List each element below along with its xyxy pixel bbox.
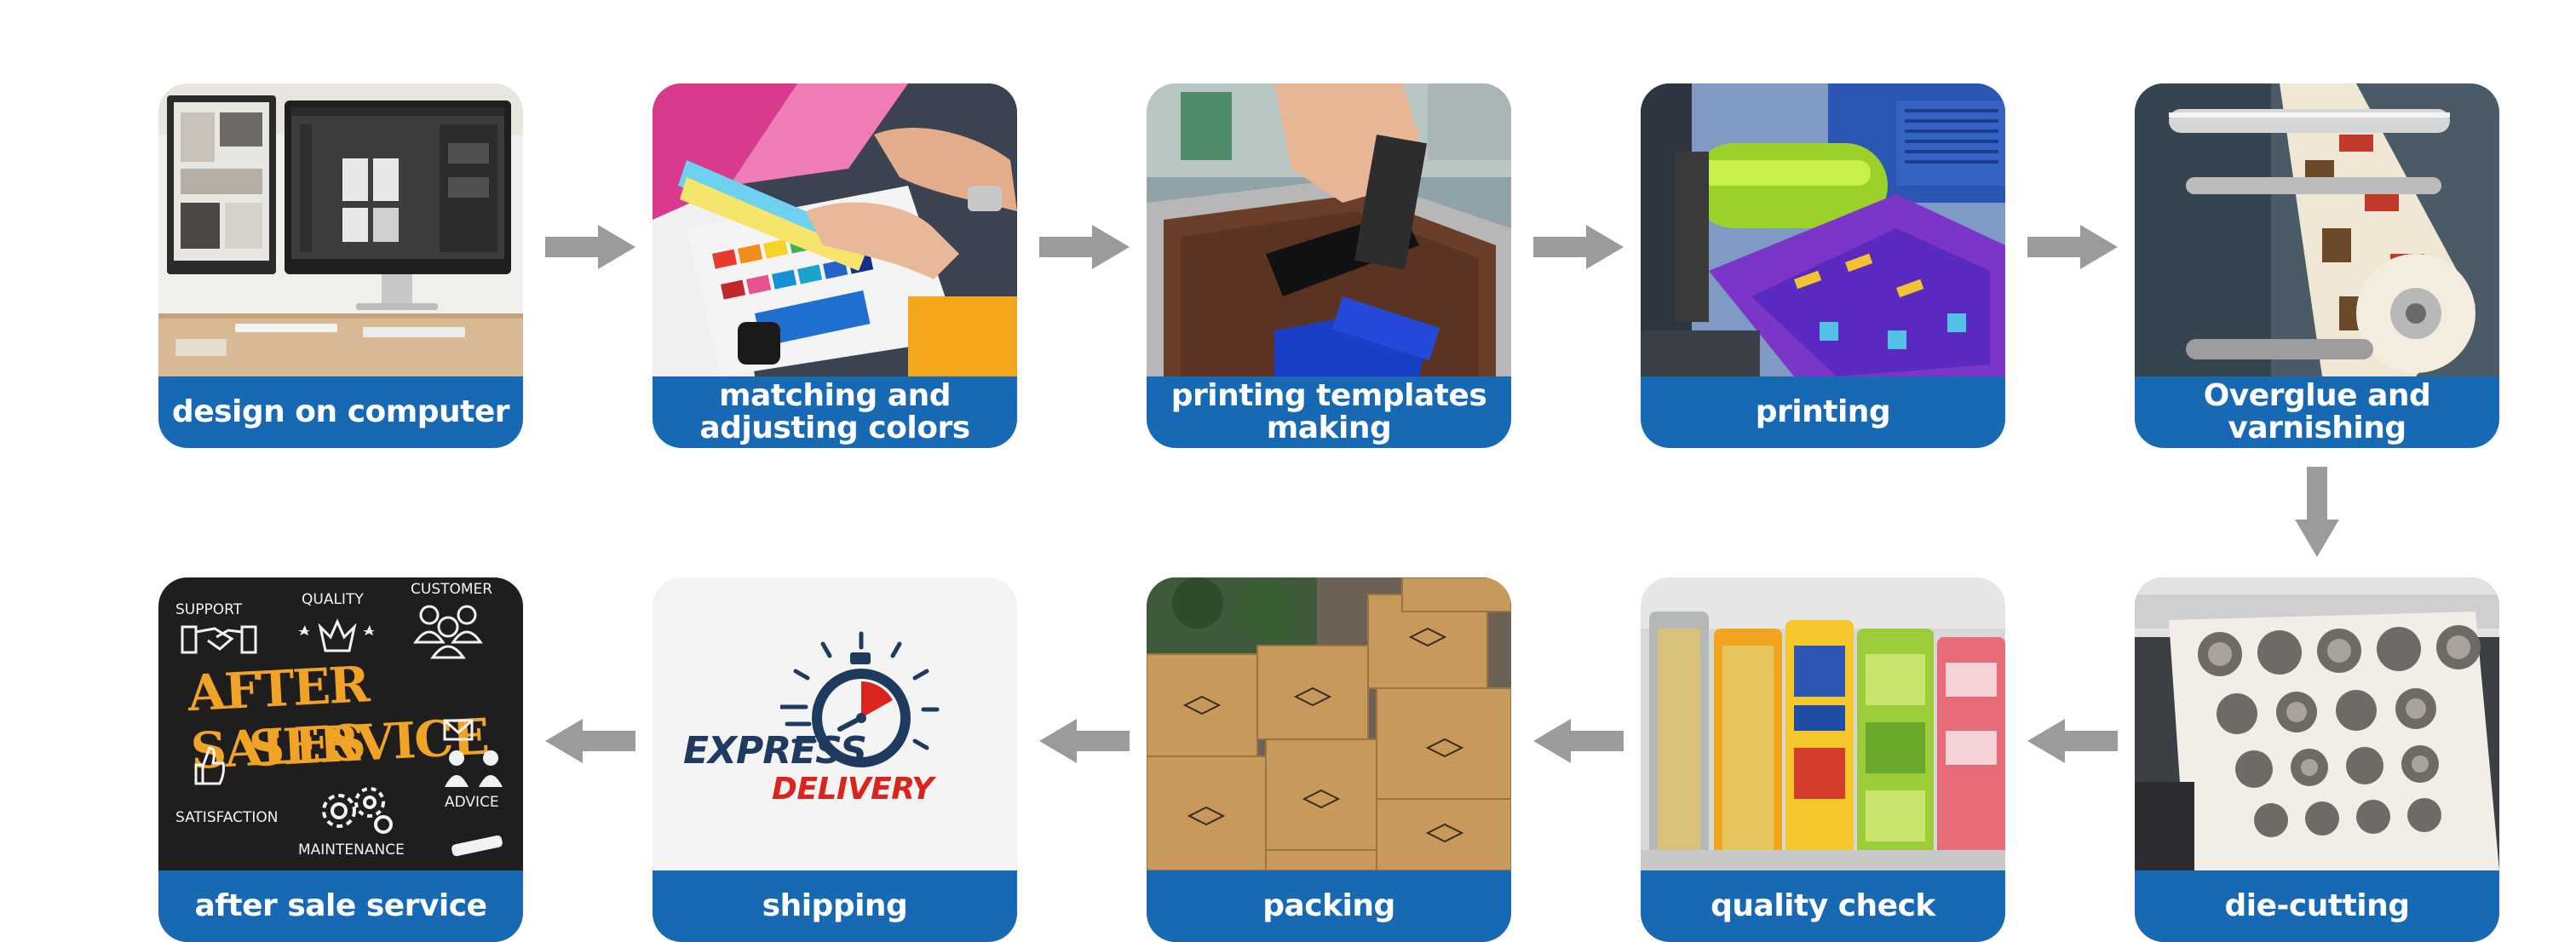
after-sales-chalkboard: SUPPORT QUALITY CUSTOMER AFTER SALES SER (158, 577, 523, 870)
step-label-bar: matching and adjusting colors (653, 376, 1017, 448)
board-tag-quality: QUALITY (302, 591, 364, 608)
step-label: design on computer (171, 394, 510, 429)
step-card-color-matching: matching and adjusting colors (653, 83, 1017, 448)
step-card-packing: packing (1147, 577, 1511, 942)
stopwatch-icon (780, 631, 940, 767)
step-label-bar: after sale service (158, 870, 523, 942)
step-label: matching and adjusting colors (699, 378, 970, 445)
express-text: EXPRESS (683, 729, 867, 773)
packing-photo (1147, 577, 1511, 870)
arrow-right-icon (545, 225, 635, 269)
advice-people-icon (445, 750, 503, 787)
handshake-icon (181, 625, 257, 654)
board-tag-satisfaction: SATISFACTION (175, 809, 279, 826)
arrow-left-icon (1039, 719, 1130, 763)
step-card-templates: printing templates making (1147, 83, 1511, 448)
step-card-after-sale: SUPPORT QUALITY CUSTOMER AFTER SALES SER (158, 577, 523, 942)
step-label: shipping (762, 888, 908, 923)
crown-icon (298, 618, 375, 652)
step-label: quality check (1711, 888, 1935, 923)
arrow-left-icon (545, 719, 635, 763)
step-label: printing (1755, 394, 1891, 429)
step-label-bar: quality check (1641, 870, 2005, 942)
step-label: packing (1262, 888, 1395, 923)
step-label: after sale service (194, 888, 487, 923)
mail-icon (443, 719, 474, 741)
die-cutting-photo (2135, 577, 2499, 870)
step-card-die-cutting: die-cutting (2135, 577, 2499, 942)
step-label: printing templates making (1170, 378, 1487, 445)
step-label-bar: packing (1147, 870, 1511, 942)
step-card-overglue: Overglue and varnishing (2135, 83, 2499, 448)
step-label: Overglue and varnishing (2203, 378, 2431, 445)
step-label-bar: printing templates making (1147, 376, 1511, 448)
step-label-bar: Overglue and varnishing (2135, 376, 2499, 448)
arrow-right-icon (2027, 225, 2118, 269)
arrow-left-icon (2027, 719, 2118, 763)
templates-photo (1147, 83, 1511, 376)
overglue-photo (2135, 83, 2499, 376)
quality-check-photo (1641, 577, 2005, 870)
arrow-left-icon (1533, 719, 1624, 763)
customers-icon (413, 605, 483, 659)
step-label-bar: design on computer (158, 376, 523, 448)
step-label: die-cutting (2224, 888, 2410, 923)
arrow-down-icon (2295, 467, 2339, 557)
thumbs-up-icon (194, 746, 225, 785)
board-tag-maintenance: MAINTENANCE (298, 841, 405, 859)
board-tag-support: SUPPORT (175, 601, 243, 618)
printing-photo (1641, 83, 2005, 376)
color-matching-photo (653, 83, 1017, 376)
step-label-bar: shipping (653, 870, 1017, 942)
step-label-bar: die-cutting (2135, 870, 2499, 942)
step-card-quality-check: quality check (1641, 577, 2005, 942)
delivery-text: DELIVERY (772, 772, 934, 807)
design-photo (158, 83, 523, 376)
step-card-design: design on computer (158, 83, 523, 448)
express-delivery-logo: EXPRESS DELIVERY (653, 577, 1017, 870)
step-card-printing: printing (1641, 83, 2005, 448)
step-label-bar: printing (1641, 376, 2005, 448)
gears-icon (322, 787, 393, 834)
board-tag-advice: ADVICE (445, 794, 499, 811)
arrow-right-icon (1039, 225, 1130, 269)
step-card-shipping: EXPRESS DELIVERY shipping (653, 577, 1017, 942)
arrow-right-icon (1533, 225, 1624, 269)
board-tag-customer: CUSTOMER (411, 581, 493, 598)
chalk-icon (451, 835, 503, 857)
